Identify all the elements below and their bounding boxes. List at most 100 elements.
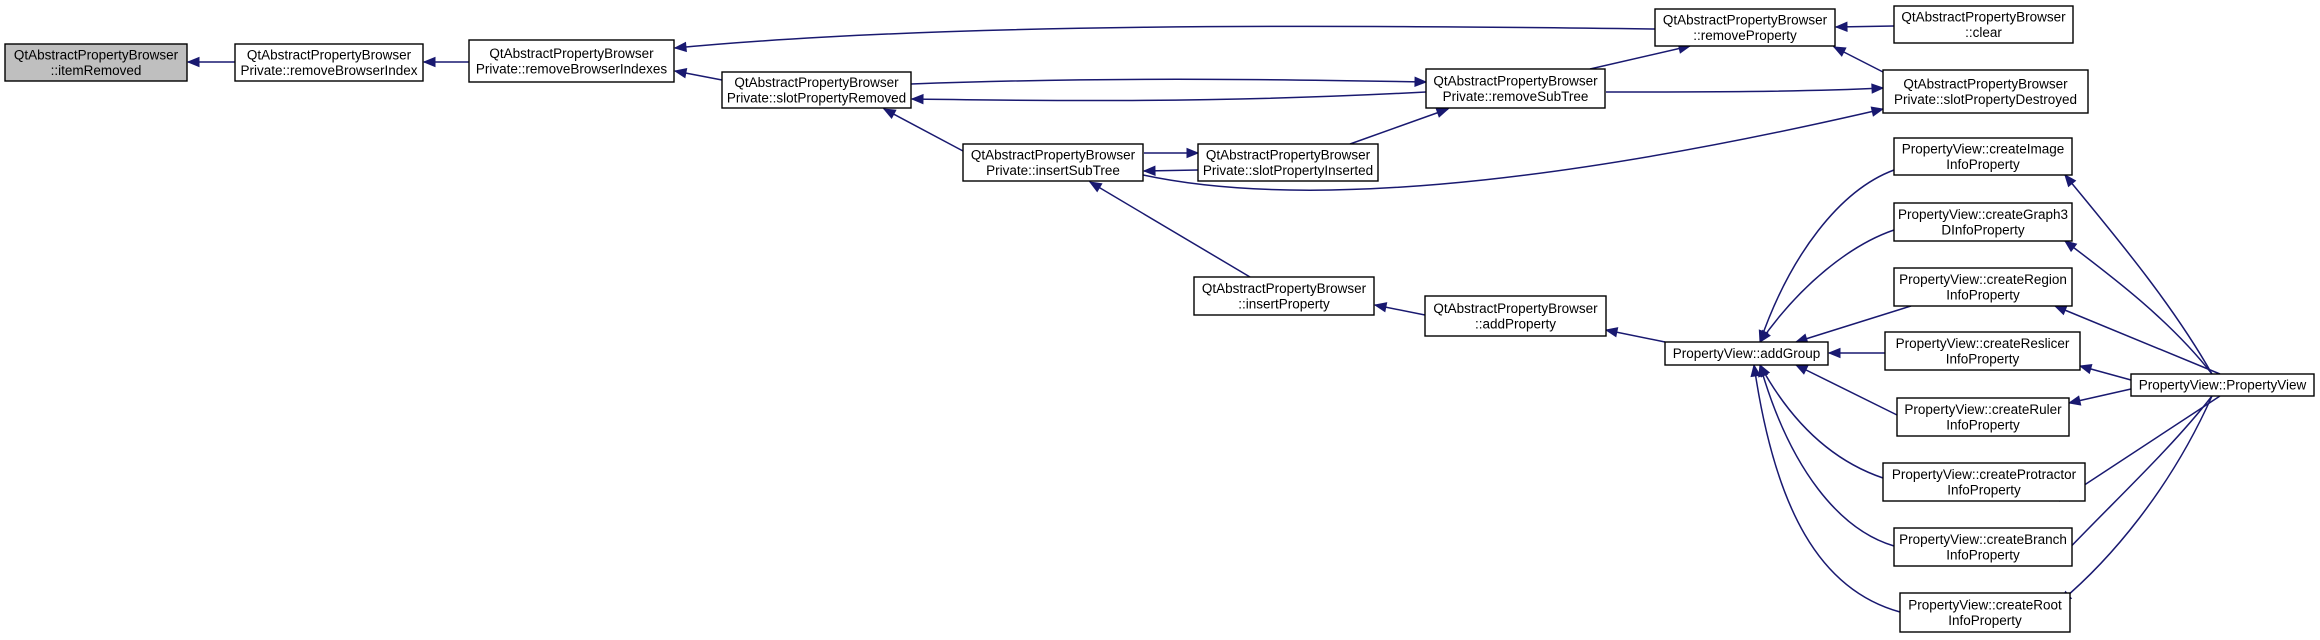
graph-node-n22[interactable]: PropertyView::PropertyView (2130, 373, 2315, 397)
node-label-line: QtAbstractPropertyBrowser (1433, 73, 1598, 88)
graph-node-n12[interactable]: QtAbstractPropertyBrowser::addProperty (1424, 295, 1607, 337)
node-box (2130, 373, 2315, 397)
arrowhead-icon (2063, 240, 2078, 253)
graph-node-n1[interactable]: QtAbstractPropertyBrowser::itemRemoved (4, 43, 188, 82)
graph-node-n13[interactable]: PropertyView::addGroup (1664, 341, 1829, 366)
edge-n21-to-n13 (1750, 363, 1901, 613)
edge-n4-to-n3 (673, 68, 723, 81)
node-label-line: PropertyView::createRegion (1899, 272, 2067, 287)
graph-node-n3[interactable]: QtAbstractPropertyBrowserPrivate::remove… (468, 39, 675, 83)
edge-n17-to-n13 (1827, 347, 1885, 359)
arrowhead-icon (1142, 165, 1156, 177)
edge-n22-to-n16 (2053, 305, 2221, 375)
graph-node-n4[interactable]: QtAbstractPropertyBrowserPrivate::slotPr… (721, 71, 912, 109)
arrowhead-icon (2067, 395, 2082, 406)
node-box (234, 43, 424, 82)
graph-node-n10[interactable]: QtAbstractPropertyBrowserPrivate::slotPr… (1197, 143, 1379, 182)
edge-n13-to-n12 (1604, 327, 1666, 343)
node-layer: QtAbstractPropertyBrowser::itemRemovedQt… (4, 5, 2315, 633)
edge-n12-to-n11 (1373, 302, 1426, 316)
node-label-line: QtAbstractPropertyBrowser (1202, 281, 1367, 296)
node-label-line: ::itemRemoved (51, 63, 142, 78)
node-box (1882, 462, 2086, 502)
graph-node-n7[interactable]: QtAbstractPropertyBrowserPrivate::remove… (1425, 68, 1606, 109)
node-box (1893, 267, 2073, 307)
node-label-line: PropertyView::createRoot (1908, 597, 2062, 612)
arrowhead-icon (1832, 46, 1847, 57)
node-label-line: PropertyView::createReslicer (1896, 336, 2070, 351)
node-label-line: PropertyView::createProtractor (1892, 467, 2077, 482)
arrowhead-icon (1827, 347, 1841, 359)
node-box (1884, 331, 2081, 371)
arrowhead-icon (2053, 305, 2068, 316)
node-label-line: Private::slotPropertyRemoved (727, 90, 906, 105)
node-label-line: PropertyView::createRuler (1904, 402, 2062, 417)
arrowhead-icon (910, 93, 924, 105)
arrowhead-icon (2064, 173, 2077, 188)
node-box (1893, 137, 2073, 176)
node-label-line: InfoProperty (1946, 287, 2020, 302)
graph-node-n19[interactable]: PropertyView::createProtractorInfoProper… (1882, 462, 2086, 502)
node-label-line: DInfoProperty (1941, 222, 2025, 237)
arrowhead-icon (882, 108, 897, 120)
arrowhead-icon (1759, 329, 1771, 344)
node-label-line: QtAbstractPropertyBrowser (489, 46, 654, 61)
node-box (1654, 8, 1836, 47)
arrowhead-icon (1186, 147, 1200, 159)
node-box (1893, 202, 2073, 242)
node-label-line: ::removeProperty (1693, 28, 1797, 43)
arrowhead-icon (2078, 363, 2093, 375)
node-box (1424, 295, 1607, 337)
graph-node-n9[interactable]: QtAbstractPropertyBrowserPrivate::insert… (962, 143, 1144, 182)
node-box (1899, 592, 2071, 633)
graph-node-n5[interactable]: QtAbstractPropertyBrowser::removePropert… (1654, 8, 1836, 47)
edge-n22-to-n15 (2063, 240, 2213, 375)
edge-n4-to-n7 (910, 76, 1428, 88)
graph-node-n2[interactable]: QtAbstractPropertyBrowserPrivate::remove… (234, 43, 424, 82)
edge-n11-to-n9 (1088, 181, 1251, 278)
edge-n7-to-n5 (1589, 43, 1692, 70)
edge-layer (186, 21, 2221, 613)
edge-n9-to-n8 (1142, 106, 1885, 191)
arrowhead-icon (422, 56, 436, 68)
arrowhead-icon (1794, 364, 1809, 375)
node-label-line: Private::removeSubTree (1443, 89, 1589, 104)
edge-n10-to-n7 (1349, 107, 1450, 145)
edge-n16-to-n13 (1794, 305, 1912, 344)
node-label-line: InfoProperty (1946, 417, 2020, 432)
node-box (1664, 341, 1829, 366)
node-box (468, 39, 675, 83)
node-label-line: Private::slotPropertyInserted (1203, 163, 1373, 178)
node-label-line: Private::insertSubTree (986, 163, 1120, 178)
node-box (1425, 68, 1606, 109)
node-label-line: QtAbstractPropertyBrowser (734, 75, 899, 90)
node-label-line: InfoProperty (1946, 547, 2020, 562)
node-box (1893, 527, 2073, 567)
arrowhead-icon (1758, 363, 1769, 378)
node-label-line: QtAbstractPropertyBrowser (1663, 12, 1828, 27)
edge-n15-to-n13 (1759, 229, 1895, 344)
node-label-line: InfoProperty (1946, 351, 2020, 366)
edge-n9-to-n10 (1144, 147, 1200, 159)
edge-n20-to-n13 (1758, 363, 1895, 547)
graph-node-n8[interactable]: QtAbstractPropertyBrowserPrivate::slotPr… (1882, 69, 2089, 114)
node-label-line: PropertyView::createGraph3 (1898, 207, 2068, 222)
arrowhead-icon (673, 68, 688, 79)
node-label-line: ::clear (1965, 25, 2002, 40)
node-label-line: PropertyView::addGroup (1673, 346, 1821, 361)
edge-n18-to-n13 (1794, 364, 1898, 416)
edge-n2-to-n1 (186, 56, 235, 68)
node-label-line: Private::removeBrowserIndexes (476, 61, 668, 76)
graph-node-n11[interactable]: QtAbstractPropertyBrowser::insertPropert… (1193, 276, 1375, 316)
node-label-line: PropertyView::createBranch (1899, 532, 2067, 547)
edge-n22-to-n17 (2078, 363, 2132, 381)
graph-node-n6[interactable]: QtAbstractPropertyBrowser::clear (1893, 5, 2074, 44)
edge-n7-to-n4 (910, 91, 1427, 105)
